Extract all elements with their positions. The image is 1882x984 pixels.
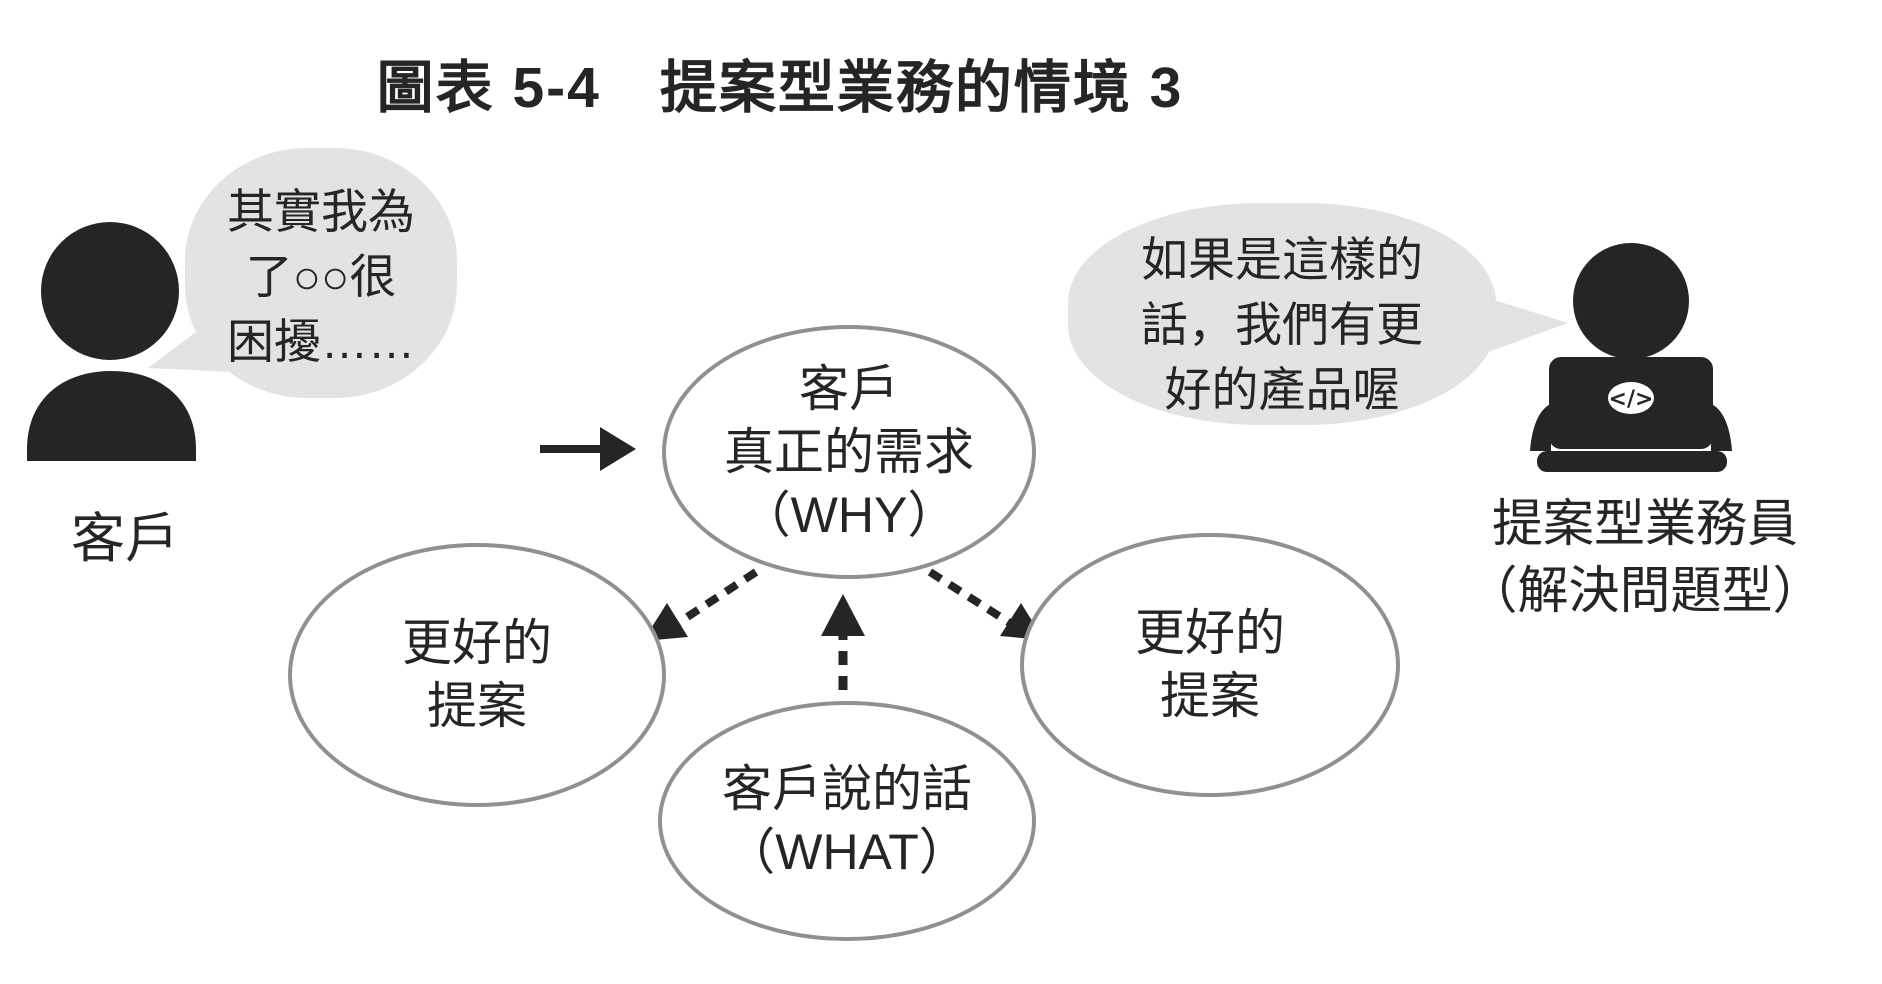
node-customer-real-need-why: 客戶 真正的需求 （WHY） xyxy=(662,325,1036,579)
solid-arrow-right-icon xyxy=(540,427,636,471)
salesperson-label: 提案型業務員 （解決問題型） xyxy=(1466,495,1824,620)
customer-bubble-tail xyxy=(148,320,234,372)
salesperson-left-arm xyxy=(1530,404,1551,451)
node-customer-words-what: 客戶說的話 （WHAT） xyxy=(658,701,1036,941)
node-right-label: 更好的 提案 xyxy=(1135,605,1285,724)
customer-label: 客戶 xyxy=(71,509,179,569)
salesperson-bubble-tail xyxy=(1478,295,1568,352)
node-better-proposal-left: 更好的 提案 xyxy=(288,543,666,807)
node-what-label: 客戶說的話 （WHAT） xyxy=(722,761,972,880)
laptop-code-logo-icon: </> xyxy=(1609,387,1654,412)
dashed-arrow-down-left-icon xyxy=(643,568,759,641)
solid-arrow-head xyxy=(600,427,636,471)
salesperson-laptop-icon: </> xyxy=(1530,243,1732,472)
customer-body xyxy=(27,371,196,461)
node-better-proposal-right: 更好的 提案 xyxy=(1020,533,1400,797)
node-why-label: 客戶 真正的需求 （WHY） xyxy=(724,360,974,543)
salesperson-right-arm xyxy=(1711,404,1732,451)
salesperson-bubble-text: 如果是這樣的 話，我們有更 好的產品喔 xyxy=(1141,233,1423,416)
node-left-label: 更好的 提案 xyxy=(402,615,552,734)
customer-speech-bubble xyxy=(185,148,457,398)
dashed-arrow-right-shaft xyxy=(927,568,1013,627)
customer-bubble-text: 其實我為 了○○很 困擾…… xyxy=(227,185,415,368)
customer-person-icon xyxy=(27,222,196,461)
laptop-logo-badge xyxy=(1608,382,1654,414)
salesperson-speech-bubble xyxy=(1068,203,1496,425)
diagram-title: 圖表 5-4 提案型業務的情境 3 xyxy=(376,56,1184,120)
customer-head xyxy=(41,222,179,360)
dashed-arrow-up-icon xyxy=(821,594,865,690)
laptop-base xyxy=(1537,451,1727,472)
salesperson-head xyxy=(1573,243,1689,359)
dashed-arrow-left-shaft xyxy=(675,568,759,627)
dashed-arrow-up-head xyxy=(821,594,865,636)
